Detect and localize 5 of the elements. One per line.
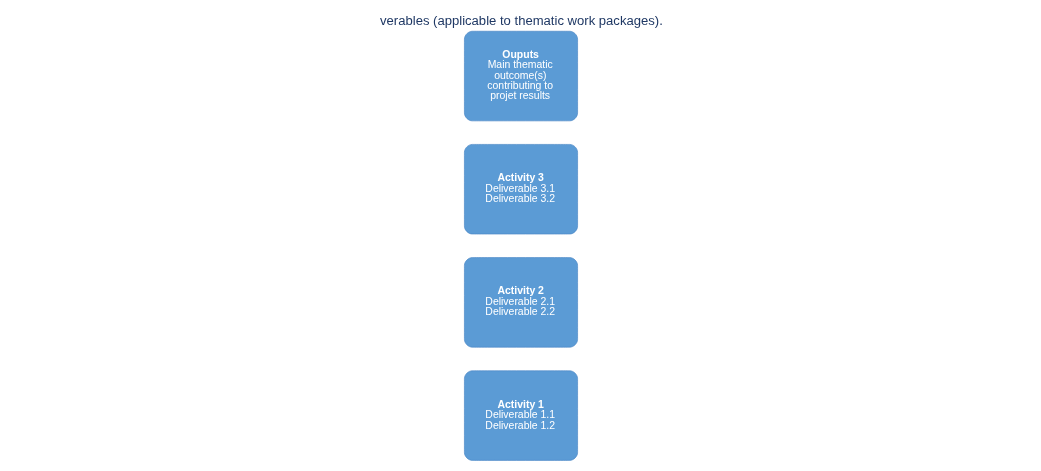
node-box: Activity 1 Deliverable 1.1 Deliverable 1.2: [463, 369, 578, 461]
node-box: Activity 2 Deliverable 2.1 Deliverable 2.2: [463, 256, 578, 348]
node-box: Ouputs Main thematic outcome(s) contributing to projet results: [463, 30, 578, 121]
node-box: Activity 3 Deliverable 3.1 Deliverable 3.2: [463, 143, 578, 234]
diagram-title: verables (applicable to thematic work packages).: [379, 12, 663, 28]
